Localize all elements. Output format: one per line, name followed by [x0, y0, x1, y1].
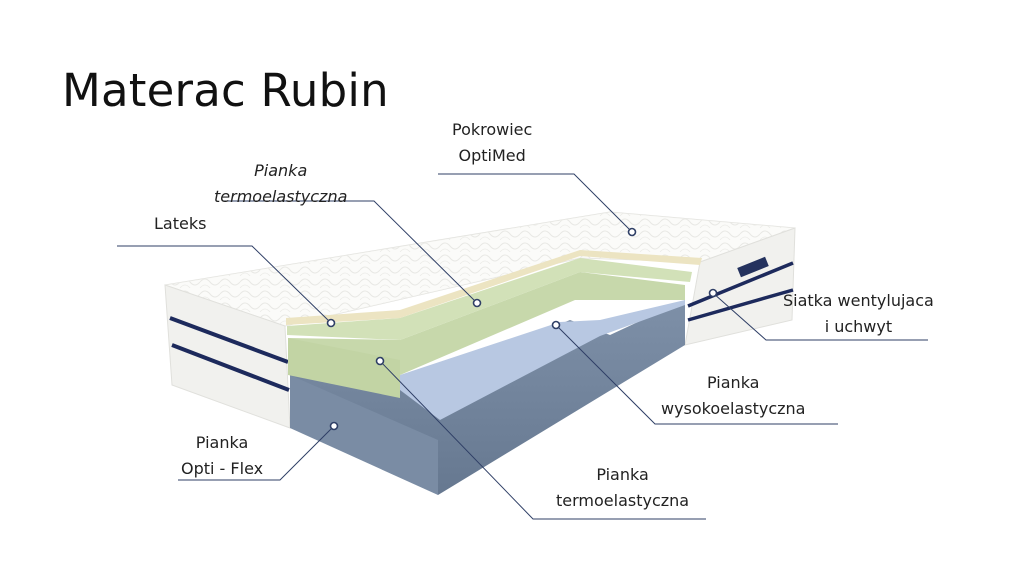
right-stripe-bottom: [687, 288, 794, 322]
left-stripe-top: [169, 316, 289, 364]
marker-cover: [627, 227, 637, 237]
label-cover: Pokrowiec OptiMed: [452, 120, 533, 165]
leader-opti-flex: [178, 425, 335, 481]
marker-opti-flex: [329, 421, 339, 431]
leader-thermo-bottom: [379, 360, 706, 520]
leader-latex: [117, 245, 332, 324]
page-title: Materac Rubin: [62, 64, 389, 117]
leader-mesh: [712, 292, 928, 341]
label-opti-flex: Pianka Opti - Flex: [181, 433, 264, 478]
layer-thermo-lower: [288, 272, 685, 375]
layer-latex: [286, 250, 702, 325]
marker-thermo-top: [472, 298, 482, 308]
label-thermo-bottom: Pianka termoelastyczna: [556, 465, 690, 510]
right-stripe-top: [687, 261, 794, 308]
marker-latex: [326, 318, 336, 328]
layer-high-elastic: [290, 300, 685, 420]
marker-mesh: [708, 288, 718, 298]
label-mesh: Siatka wentylujaca i uchwyt: [783, 291, 934, 336]
brand-tag: [737, 256, 769, 278]
leader-cover: [438, 173, 633, 233]
label-high-elastic: Pianka wysokoelastyczna: [661, 373, 806, 418]
leader-high-elastic: [555, 324, 838, 425]
marker-thermo-bottom: [375, 356, 385, 366]
marker-high-elastic: [551, 320, 561, 330]
left-stripe-bottom: [171, 343, 290, 392]
label-latex: Lateks: [154, 214, 207, 233]
label-thermo-top: Pianka termoelastyczna: [214, 161, 348, 206]
leader-thermo-top: [224, 200, 478, 304]
layer-thermo-upper: [287, 258, 692, 340]
